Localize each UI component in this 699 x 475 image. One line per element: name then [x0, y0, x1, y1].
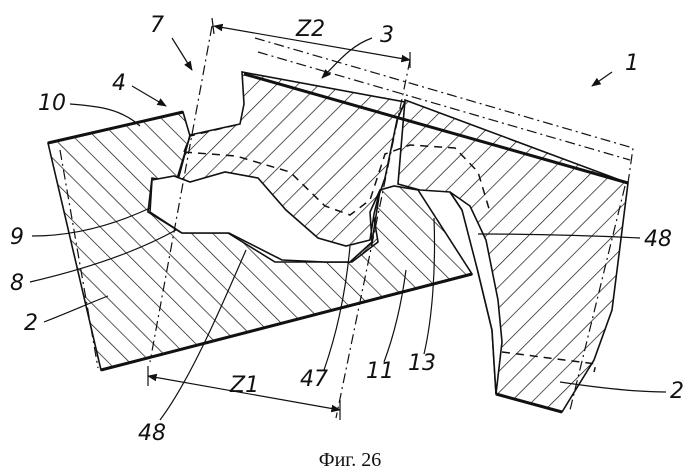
label-47: 47: [300, 367, 328, 392]
label-9: 9: [10, 225, 24, 250]
label-2-right: 2: [670, 379, 684, 404]
leader-10: [70, 104, 140, 126]
leader-4: [132, 86, 166, 106]
leader-7: [172, 38, 192, 70]
label-4: 4: [112, 71, 126, 96]
label-48-right: 48: [644, 227, 672, 252]
label-3: 3: [380, 23, 394, 48]
label-8: 8: [10, 271, 24, 296]
label-1: 1: [625, 51, 639, 76]
leader-3: [322, 38, 372, 78]
label-48-bottom: 48: [138, 421, 166, 446]
label-z1: Z1: [229, 373, 259, 398]
label-2-left: 2: [24, 311, 38, 336]
label-z2: Z2: [295, 17, 325, 42]
z2-ext-left: [212, 18, 214, 34]
label-11: 11: [366, 359, 394, 384]
leader-1: [592, 72, 612, 86]
label-10: 10: [38, 91, 66, 116]
label-13: 13: [408, 351, 436, 376]
figure-caption: Фиг. 26: [319, 449, 381, 471]
label-7: 7: [150, 13, 164, 38]
